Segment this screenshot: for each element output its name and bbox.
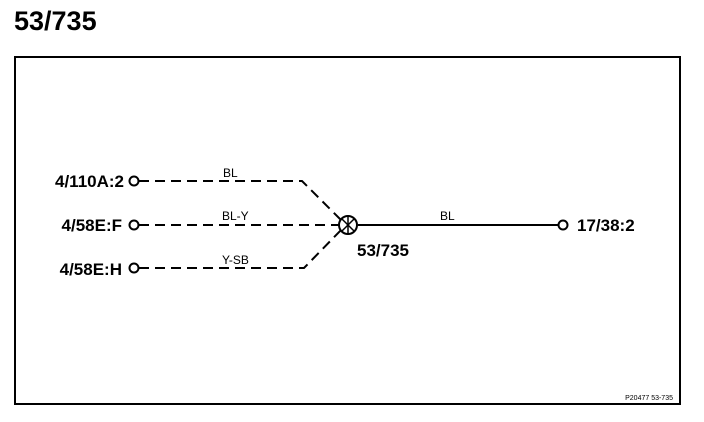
terminal-1-circle [128, 175, 140, 187]
page-title: 53/735 [14, 6, 97, 36]
wire-2-label: BL-Y [222, 209, 249, 223]
wire-1-label: BL [223, 166, 238, 180]
wire-4-label: BL [440, 209, 455, 223]
terminal-4-circle [557, 219, 569, 231]
terminal-3-label: 4/58E:H [60, 260, 122, 279]
reference-code: P20477 53-735 [625, 395, 673, 402]
terminal-3-circle [128, 262, 140, 274]
terminal-2-label: 4/58E:F [62, 216, 122, 235]
diagram-frame [14, 56, 681, 405]
terminal-4-label: 17/38:2 [577, 216, 635, 235]
splice-label: 53/735 [357, 241, 409, 260]
terminal-1-label: 4/110A:2 [55, 172, 124, 191]
terminal-2-circle [128, 219, 140, 231]
wire-3-label: Y-SB [222, 253, 249, 267]
wire-3-dashed [139, 227, 344, 269]
wire-1-dashed [139, 180, 344, 223]
splice-icon [338, 215, 358, 235]
